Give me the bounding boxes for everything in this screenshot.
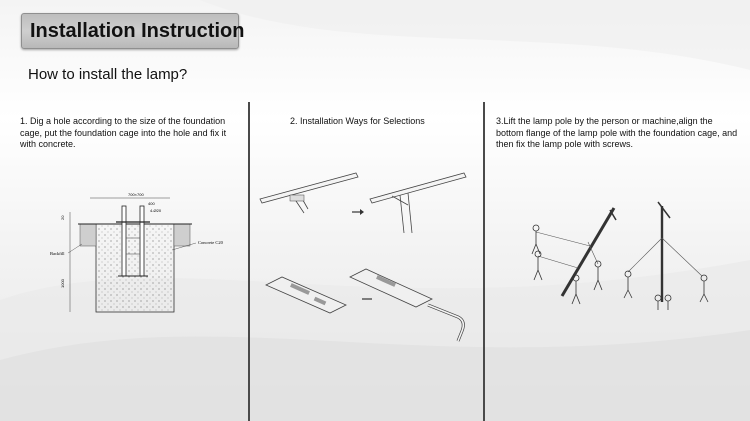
pole-lifting-diagram [531, 201, 709, 310]
installation-options-diagram [259, 172, 467, 342]
upright-pole [627, 201, 703, 302]
arrow-right-icon [352, 209, 364, 215]
lamp-option-bottom-right [349, 268, 465, 342]
lamp-option-top-left [259, 172, 359, 214]
lamp-option-top-right [369, 172, 467, 234]
concrete-label: Concrete C20 [198, 240, 224, 245]
dim-height-label: 1000 [60, 278, 65, 288]
dim-side-label: 4-Ø20 [150, 208, 162, 213]
tilted-pole [535, 207, 617, 297]
lamp-option-bottom-left [265, 276, 347, 314]
worker-figure [531, 224, 603, 305]
column-divider-2 [483, 102, 485, 421]
dim-top-label: 700×700 [128, 192, 144, 197]
step-3-text: 3.Lift the lamp pole by the person or ma… [496, 116, 738, 149]
dim-gap-label: 20 [60, 215, 65, 220]
step-2-text: 2. Installation Ways for Selections [290, 116, 425, 126]
foundation-diagram: 700×700 400 4-Ø20 1000 20 Backfill Concr… [50, 192, 224, 313]
page-subtitle: How to install the lamp? [28, 66, 188, 83]
column-divider-1 [248, 102, 250, 421]
worker-figure [623, 270, 709, 310]
page-title: Installation Instruction [30, 20, 245, 42]
step-1-text: 1. Dig a hole according to the size of t… [20, 116, 227, 149]
title-banner: Installation Instruction [21, 13, 244, 49]
dim-inner-label: 400 [148, 201, 155, 206]
backfill-label: Backfill [50, 251, 65, 256]
